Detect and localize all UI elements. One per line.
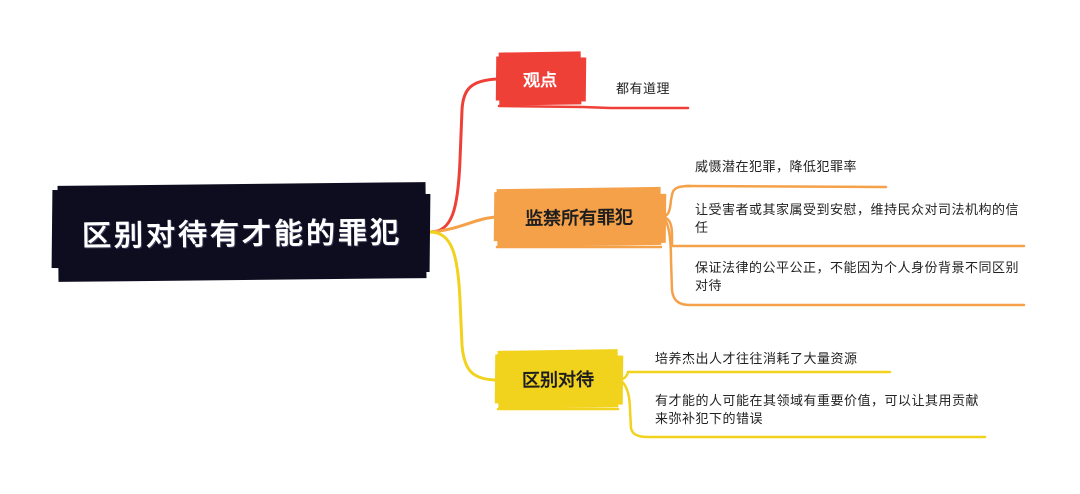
branch-3-leaf-connector-top [616,370,892,382]
branch-2-leaf-connector [659,184,692,219]
leaf-node[interactable]: 让受害者或其家属受到安慰，维持民众对司法机构的信任 [695,203,1020,236]
branch-node-imprison-all[interactable]: 监禁所有罪犯 [496,186,662,248]
branch-label: 观点 [522,70,558,92]
connector-root-to-branch-1 [428,77,500,234]
leaf-node[interactable]: 都有道理 [616,82,671,97]
connector-root-to-branch-2 [428,215,499,234]
leaf-node[interactable]: 培养杰出人才往往消耗了大量资源 [655,352,858,367]
root-title: 区别对待有才能的罪犯 [81,215,403,253]
connector-root-to-branch-3 [428,230,500,382]
branch-3-leaf-connector-bottom [616,378,987,439]
root-node[interactable]: 区别对待有才能的罪犯 [57,182,427,282]
branch-1-underline [497,104,690,110]
leaf-node[interactable]: 有才能的人可能在其领域有重要价值，可以让其用贡献来弥补犯下的错误 [655,394,980,427]
branch-node-viewpoint[interactable]: 观点 [498,51,582,106]
leaf-node[interactable]: 威慑潜在犯罪，降低犯罪率 [695,160,858,175]
branch-label: 监禁所有罪犯 [524,207,634,230]
branch-2-leaf-connector-bottom [659,215,1026,307]
branch-label: 区别对待 [521,369,595,392]
branch-node-differential-treatment[interactable]: 区别对待 [497,349,619,409]
leaf-2-underline [684,184,888,189]
leaf-node[interactable]: 保证法律的公平公正，不能因为个人身份背景不同区别对待 [695,261,1020,294]
